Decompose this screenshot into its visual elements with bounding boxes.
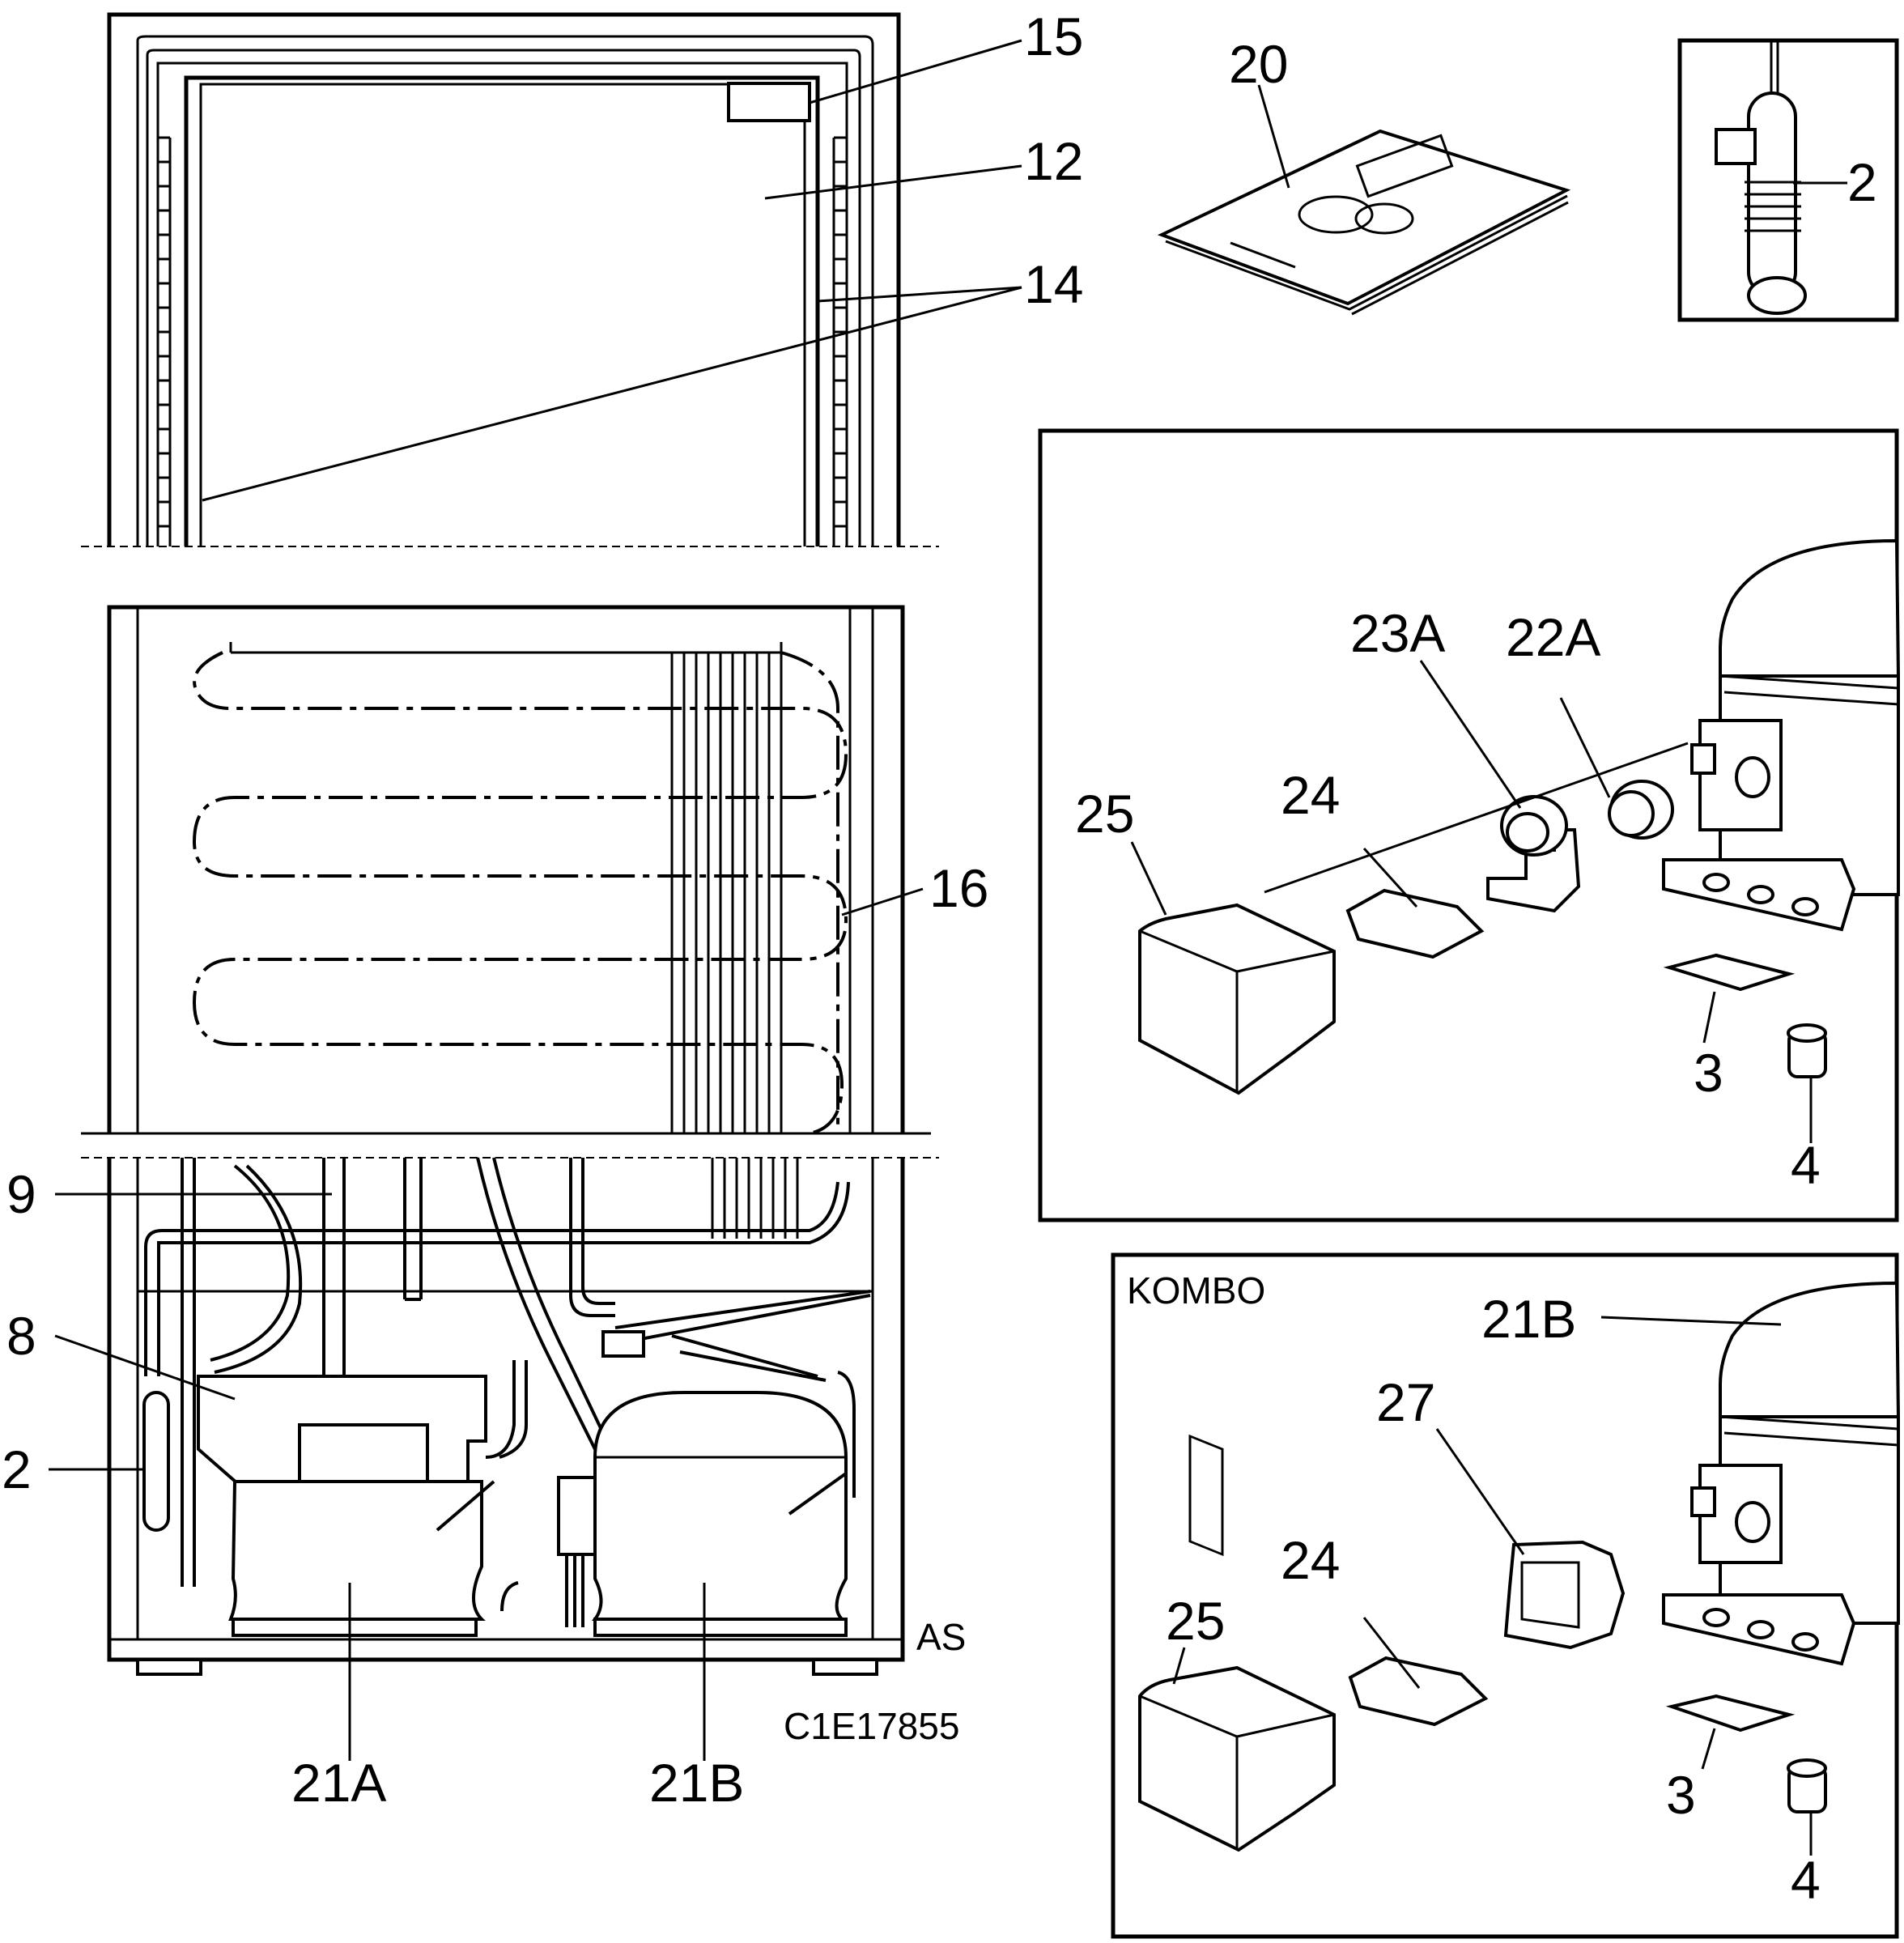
label-12: 12 (1024, 131, 1083, 191)
leader-12 (764, 164, 1022, 200)
compressor-21A (228, 1480, 486, 1621)
part-24-clip-kombo (1348, 1656, 1489, 1727)
label-24-kombo: 24 (1281, 1530, 1340, 1590)
label-AS: AS (916, 1616, 966, 1658)
part-24-clip (1345, 888, 1485, 959)
label-20: 20 (1229, 34, 1288, 94)
label-21B-kombo: 21B (1481, 1289, 1576, 1349)
leader-15 (809, 39, 1022, 104)
starter-panel (1038, 428, 1901, 1557)
label-22A: 22A (1506, 607, 1600, 667)
part-3-pad (1663, 953, 1796, 992)
label-24: 24 (1281, 765, 1340, 825)
label-14: 14 (1024, 254, 1083, 314)
label-3-kombo: 3 (1666, 1765, 1696, 1825)
label-4: 4 (1791, 1135, 1821, 1195)
leader-8 (54, 1334, 236, 1401)
part-2-thermostat (142, 1391, 170, 1532)
compressor-21B (592, 1391, 848, 1621)
manual-booklet (1157, 129, 1571, 316)
compressor-top-panel (1719, 538, 1901, 678)
part-27-module (1503, 1540, 1626, 1650)
part-15-plate (727, 82, 811, 122)
leader-16 (841, 887, 924, 916)
leader-14b (202, 286, 1022, 502)
label-27: 27 (1376, 1372, 1435, 1432)
label-2: 2 (2, 1439, 32, 1499)
label-15: 15 (1024, 6, 1083, 66)
label-21A: 21A (291, 1753, 386, 1813)
label-16: 16 (929, 858, 988, 918)
compressor-kombo-panel (1719, 1281, 1901, 1418)
label-23A: 23A (1350, 603, 1445, 663)
label-4-kombo: 4 (1791, 1850, 1821, 1910)
inset-thermostat (1677, 38, 1899, 322)
label-kombo: KOMBO (1127, 1269, 1265, 1312)
label-2-inset: 2 (1847, 152, 1877, 212)
label-3: 3 (1694, 1043, 1723, 1103)
kombo-panel (1111, 1252, 1901, 1939)
leader-20 (1257, 84, 1290, 189)
door-assembly (81, 12, 939, 547)
drawing-id: C1E17855 (784, 1705, 959, 1747)
cabinet-back (81, 605, 939, 1159)
label-25: 25 (1075, 784, 1134, 844)
label-8: 8 (6, 1306, 36, 1366)
leader-14a (817, 286, 1022, 303)
label-21B: 21B (649, 1753, 744, 1813)
compressor-compartment (107, 1157, 905, 1676)
part-3-pad-kombo (1665, 1694, 1796, 1733)
label-25-kombo: 25 (1166, 1591, 1225, 1651)
label-9: 9 (6, 1164, 36, 1224)
